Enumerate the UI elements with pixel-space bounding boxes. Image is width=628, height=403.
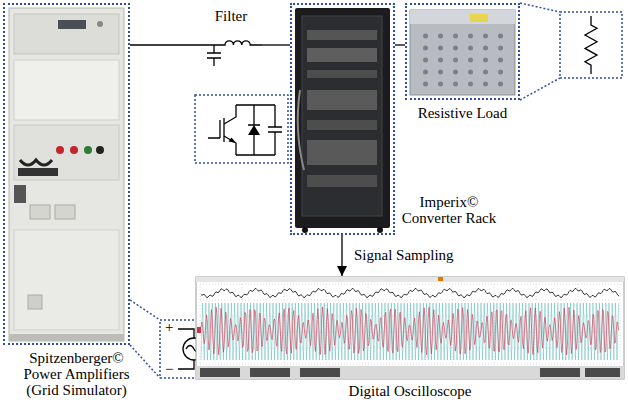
oscilloscope-screenshot [196, 366, 624, 379]
converter-rack-photo [302, 227, 308, 233]
oscilloscope-screen: Digital Oscilloscope [195, 276, 625, 380]
amplifier-photo [14, 125, 119, 180]
converter-rack-photo [302, 16, 382, 216]
igbt-callout [224, 105, 236, 155]
oscilloscope-screenshot [196, 277, 624, 379]
converter-rack-photo [307, 140, 377, 165]
label-holder: + [165, 319, 173, 335]
igbt-callout [195, 95, 288, 163]
converter-rack-photo [295, 8, 390, 228]
filter-symbol [200, 41, 262, 45]
igbt-callout [248, 105, 260, 155]
oscilloscope-screenshot [201, 303, 619, 360]
filter-symbol [200, 41, 262, 66]
resistive-load-photo [418, 30, 508, 90]
resistive-load-photo [470, 14, 488, 22]
amplifier-photo [9, 8, 124, 341]
resistor-callout [560, 12, 622, 78]
igbt-callout [236, 105, 275, 155]
ac-source-callout [130, 300, 160, 378]
converter-rack-photo [307, 175, 377, 187]
resistive-load-photo [410, 10, 515, 95]
oscilloscope-screenshot [540, 368, 580, 377]
oscilloscope-screenshot [196, 277, 624, 282]
polarity-sign: − [165, 361, 173, 377]
amplifier-photo [55, 205, 75, 219]
oscilloscope-screenshot [200, 284, 620, 364]
igbt-callout [248, 125, 260, 135]
amplifier-photo [97, 21, 103, 27]
amplifier-photo [14, 60, 119, 120]
ac-source-callout [178, 329, 194, 369]
node-caption: Filter [200, 8, 262, 24]
signal-arrow [341, 235, 342, 276]
converter-rack-photo: Imperix© Converter Rack [290, 3, 395, 235]
label-holder: − [165, 361, 173, 377]
converter-rack-photo [307, 70, 377, 78]
resistor-callout [520, 3, 622, 100]
amplifier-photo [9, 334, 124, 341]
converter-rack-photo [298, 90, 304, 170]
oscilloscope-screenshot [196, 277, 624, 379]
resistive-load-photo [410, 10, 515, 24]
igbt-callout [268, 105, 282, 155]
resistive-load-photo [410, 10, 515, 95]
converter-rack-photo [377, 227, 383, 233]
power-line [262, 44, 290, 45]
converter-rack-photo [307, 120, 377, 130]
oscilloscope-screenshot [585, 368, 620, 377]
amplifier-photo [28, 295, 42, 309]
amplifier-photo [14, 230, 119, 330]
power-line [130, 44, 200, 45]
node-caption: Resistive Load [400, 105, 525, 121]
amplifier-photo [30, 205, 50, 219]
converter-rack-photo [307, 48, 377, 62]
node-caption: Spitzenberger© Power Amplifiers (Grid Si… [14, 350, 139, 398]
oscilloscope-screenshot [200, 368, 240, 377]
oscilloscope-screenshot [201, 288, 619, 297]
oscilloscope-screenshot [250, 368, 290, 377]
converter-rack-photo [307, 30, 377, 40]
amplifier-photo [96, 146, 104, 154]
igbt-callout [229, 138, 237, 144]
oscilloscope-screenshot [300, 368, 340, 377]
converter-rack-photo [295, 8, 390, 233]
resistive-load-photo: Resistive Load [405, 3, 520, 100]
amplifier-photo [18, 168, 58, 176]
filter-block: Filter [200, 6, 262, 68]
amplifier-photo [84, 146, 92, 154]
oscilloscope-screenshot [197, 327, 201, 333]
oscilloscope-screenshot [438, 277, 443, 281]
amplifier-photo [70, 146, 78, 154]
converter-rack-photo [307, 90, 377, 110]
amplifier-photo [58, 20, 86, 29]
power-line [395, 44, 405, 45]
amplifier-photo [56, 146, 64, 154]
power-amplifier-photo: Spitzenberger© Power Amplifiers (Grid Si… [3, 3, 130, 345]
igbt-callout [195, 95, 288, 163]
resistor-callout [520, 3, 560, 100]
filter-symbol [207, 45, 221, 66]
polarity-sign: + [165, 319, 173, 335]
igbt-callout [208, 118, 224, 142]
edge-label: Signal Sampling [352, 247, 456, 263]
amplifier-photo [14, 14, 119, 54]
amplifier-photo [20, 160, 52, 165]
igbt-callout [208, 105, 282, 155]
oscilloscope-screenshot [201, 307, 619, 355]
edge-label-holder: Signal Sampling [352, 247, 456, 263]
amplifier-photo [14, 185, 26, 203]
node-caption: Digital Oscilloscope [310, 383, 510, 399]
amplifier-photo [9, 8, 124, 341]
node-caption: Imperix© Converter Rack [396, 194, 502, 226]
resistor-callout [585, 16, 597, 74]
